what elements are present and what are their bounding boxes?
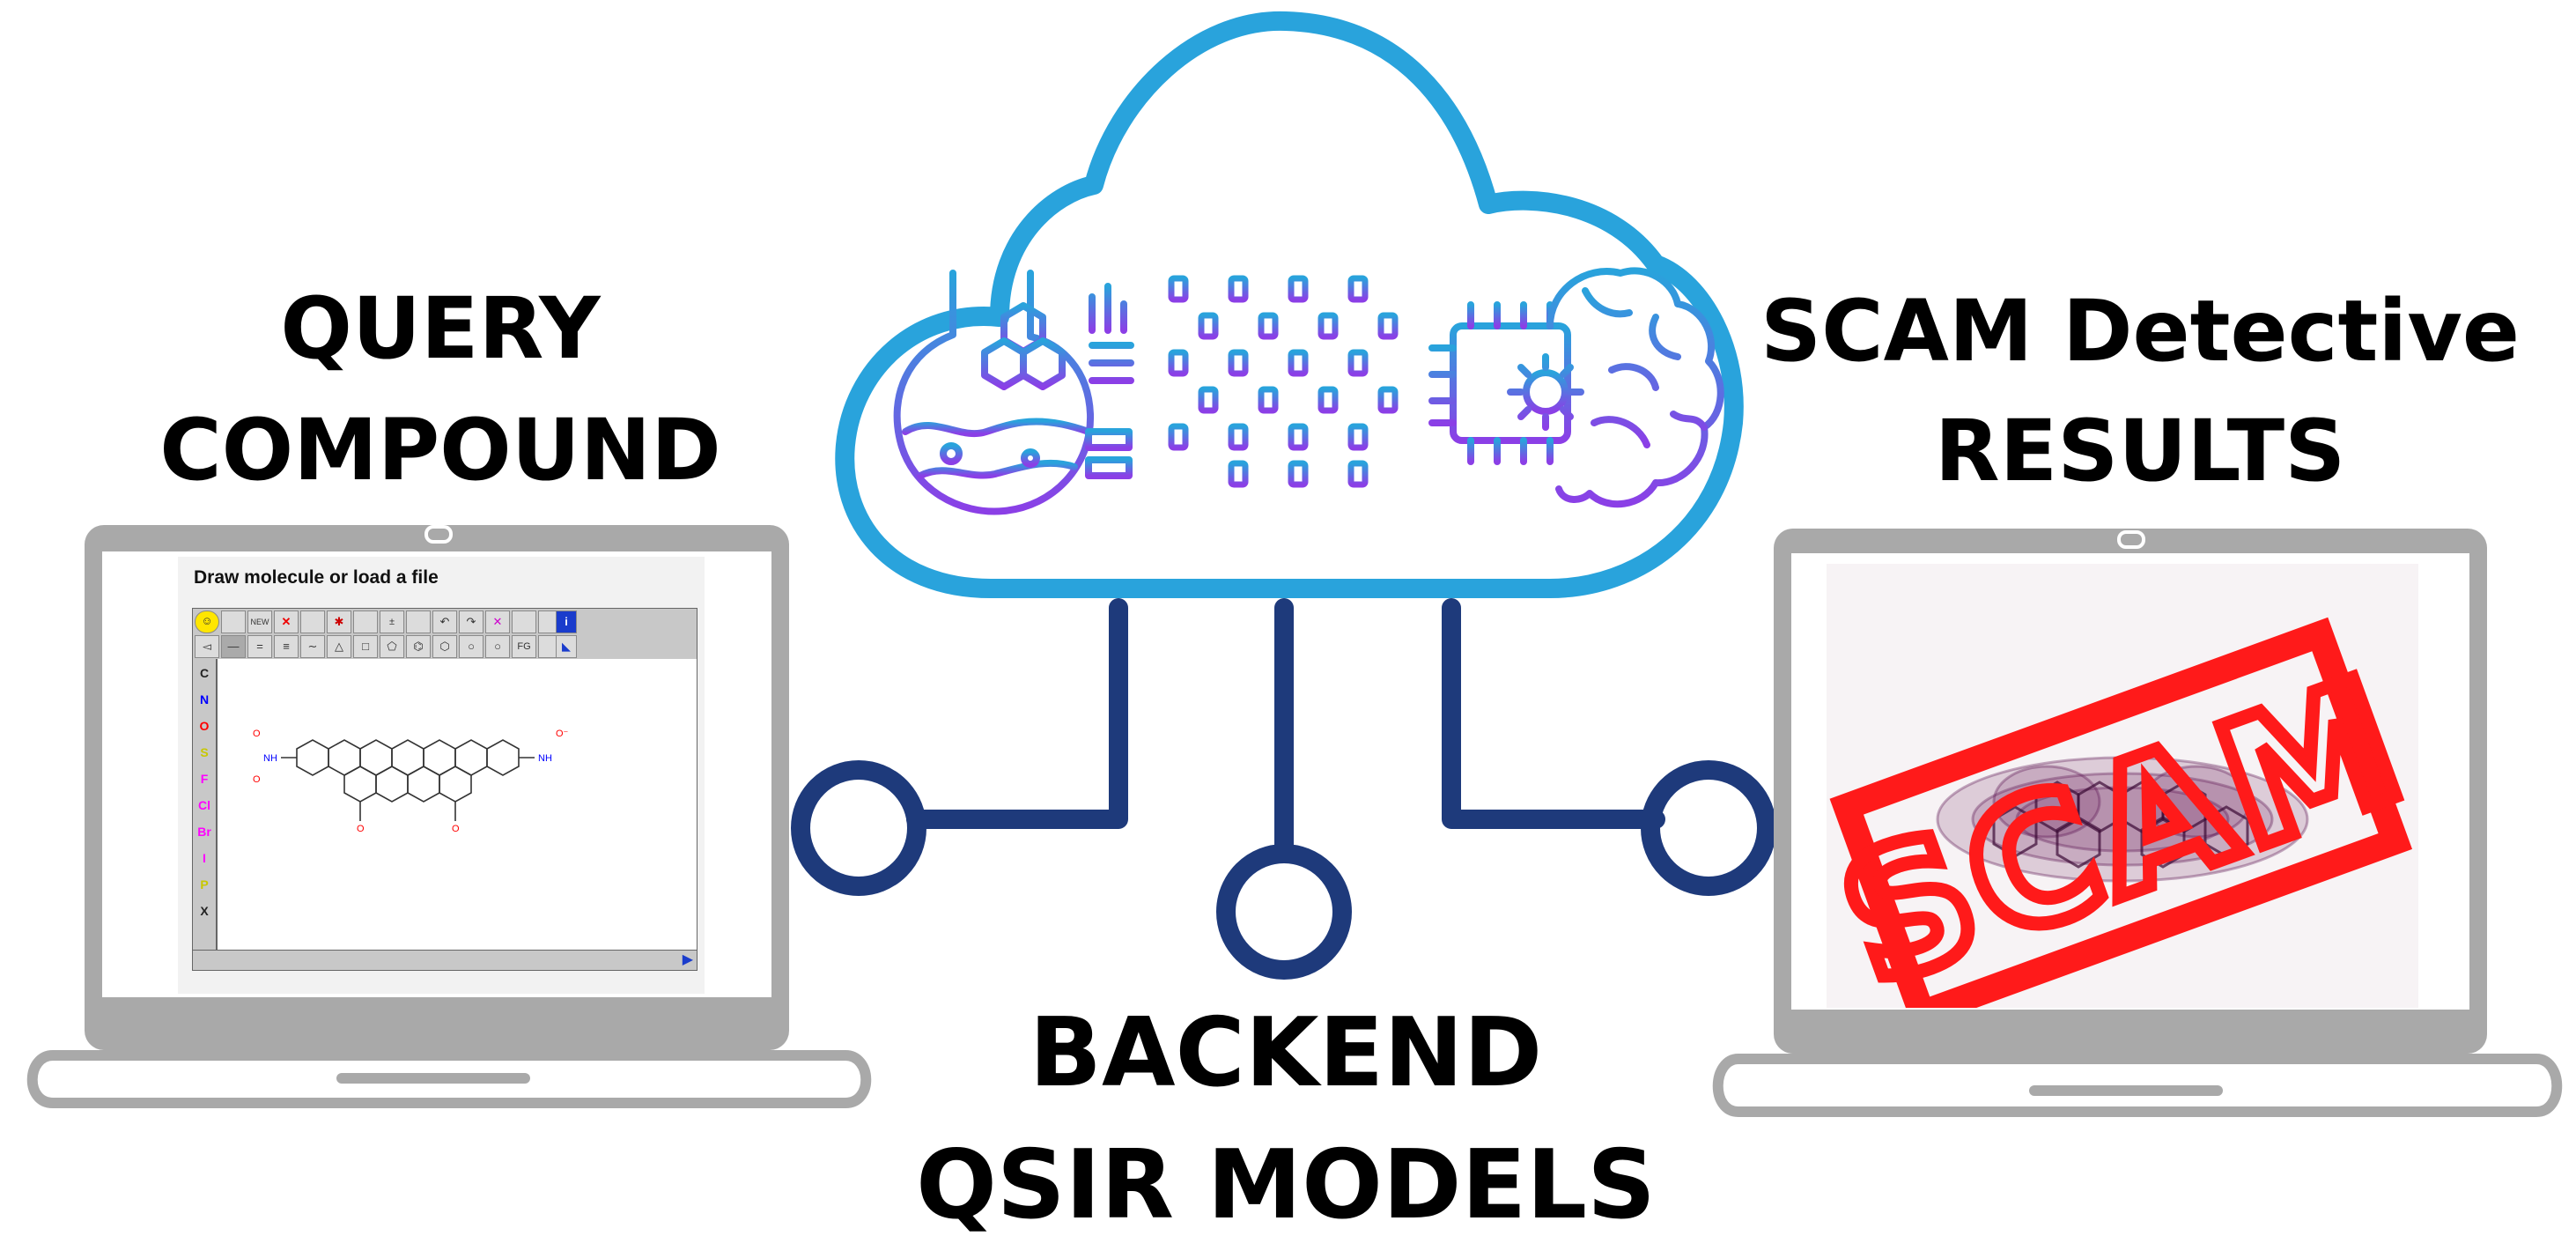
- heading-line: QUERY: [280, 279, 601, 378]
- editor-status-bar: ▶: [192, 950, 698, 971]
- atom-label: NH: [263, 753, 277, 764]
- molecule-editor: Draw molecule or load a file ☺ NEW ✕ ✱ ±…: [178, 557, 705, 994]
- node-left: [791, 760, 926, 896]
- atom-label: O: [452, 824, 460, 834]
- element-i-button[interactable]: I: [203, 851, 206, 865]
- element-cl-button[interactable]: Cl: [198, 798, 210, 812]
- heptagon-ring-icon[interactable]: ○: [459, 635, 483, 658]
- heading-line: BACKEND: [1029, 998, 1543, 1108]
- fg-button[interactable]: FG: [512, 635, 536, 658]
- chip-brain-icon: [1428, 267, 1724, 508]
- editor-title: Draw molecule or load a file: [194, 567, 439, 588]
- heading-line: COMPOUND: [159, 401, 721, 500]
- double-bond-icon[interactable]: =: [247, 635, 272, 658]
- query-compound-heading: QUERY COMPOUND: [132, 286, 749, 492]
- backend-heading: BACKEND QSIR MODELS: [907, 1006, 1664, 1233]
- blank-tool[interactable]: [512, 610, 536, 633]
- atom-label: O: [253, 729, 261, 739]
- new-button[interactable]: NEW: [247, 610, 272, 633]
- flask-icon: [893, 270, 1134, 515]
- element-f-button[interactable]: F: [200, 772, 209, 786]
- result-visual: SCAM: [1827, 617, 2418, 1008]
- triple-bond-icon[interactable]: ≡: [274, 635, 299, 658]
- result-screen: SCAM: [1827, 564, 2418, 1008]
- charge-icon[interactable]: ±: [380, 610, 404, 633]
- element-p-button[interactable]: P: [200, 877, 209, 892]
- connector-right: [1442, 598, 1665, 829]
- single-bond-icon[interactable]: —: [221, 635, 246, 658]
- clear-icon[interactable]: ✕: [485, 610, 510, 633]
- play-icon[interactable]: ▶: [682, 951, 693, 967]
- editor-toolbar: ☺ NEW ✕ ✱ ± ↶ ↷ ✕ i ◅ — = ≡ ∼ △ □ ⬠ ⌬ ⬡ …: [192, 608, 698, 661]
- element-o-button[interactable]: O: [199, 719, 210, 733]
- wedge-bond-icon[interactable]: ◅: [195, 635, 219, 658]
- node-center: [1216, 844, 1352, 980]
- chain-icon[interactable]: ∼: [300, 635, 325, 658]
- smiley-icon[interactable]: ☺: [195, 610, 219, 633]
- heading-line: SCAM Detective: [1760, 282, 2521, 381]
- heading-line: RESULTS: [1934, 402, 2346, 500]
- benzene-ring-icon[interactable]: ⌬: [406, 635, 431, 658]
- element-c-button[interactable]: C: [199, 666, 210, 680]
- new-button-icon[interactable]: [221, 610, 246, 633]
- heading-line: QSIR MODELS: [916, 1130, 1656, 1240]
- results-heading: SCAM Detective RESULTS: [1753, 289, 2528, 493]
- element-br-button[interactable]: Br: [197, 825, 211, 839]
- pentagon-ring-icon[interactable]: ⬠: [380, 635, 404, 658]
- element-x-button[interactable]: X: [200, 904, 209, 918]
- info-icon[interactable]: i: [556, 610, 577, 633]
- molecule-drawing: O O NH O NH O⁻ O: [253, 729, 569, 834]
- redo-icon[interactable]: ↷: [459, 610, 483, 633]
- cloud-outline: [835, 11, 1744, 598]
- atom-label: O: [357, 824, 365, 834]
- scam-stamp: SCAM: [1827, 617, 2418, 1008]
- blank-tool[interactable]: [353, 610, 378, 633]
- octagon-ring-icon[interactable]: ○: [485, 635, 510, 658]
- square-ring-icon[interactable]: □: [353, 635, 378, 658]
- delete-group-icon[interactable]: ✱: [327, 610, 351, 633]
- atom-label: NH: [538, 753, 552, 764]
- element-bar: C N O S F Cl Br I P X: [192, 659, 217, 970]
- atom-label: O⁻: [556, 729, 569, 739]
- connector-left: [906, 598, 1128, 829]
- triangle-ring-icon[interactable]: △: [327, 635, 351, 658]
- delete-icon[interactable]: ✕: [274, 610, 299, 633]
- atom-label: O: [253, 774, 261, 785]
- element-n-button[interactable]: N: [199, 692, 210, 707]
- blank-tool[interactable]: [300, 610, 325, 633]
- connectors: [791, 598, 1776, 980]
- node-right: [1641, 760, 1776, 896]
- binary-data-icon: [1168, 275, 1399, 488]
- resize-icon[interactable]: ◣: [556, 635, 577, 658]
- undo-icon[interactable]: ↶: [432, 610, 457, 633]
- hexagon-ring-icon[interactable]: ⬡: [432, 635, 457, 658]
- drawing-canvas[interactable]: O O NH O NH O⁻ O: [217, 659, 698, 951]
- blank-tool[interactable]: [406, 610, 431, 633]
- element-s-button[interactable]: S: [200, 745, 209, 759]
